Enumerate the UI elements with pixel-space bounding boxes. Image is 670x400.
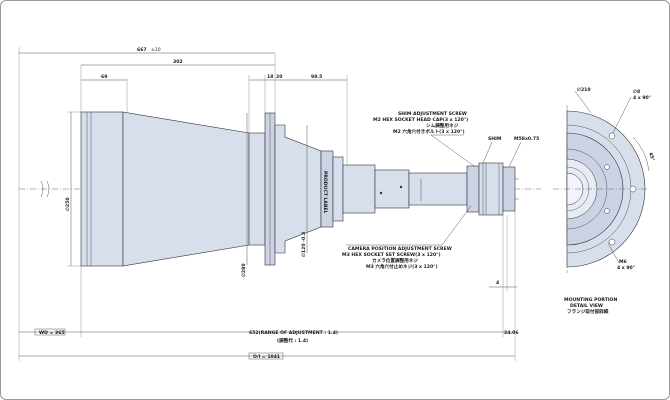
dim-4: 4 (496, 280, 499, 286)
shim-callout-jp2: M2 六角穴付きボルト(3 x 120°) (393, 128, 465, 135)
dim-adjustment-range: 652(RANGE OF ADJUSTMENT : 1.4) (249, 330, 338, 336)
dim-dia-210: ∅210 (577, 87, 591, 93)
dim-18: 18 (267, 74, 273, 80)
dim-69: 69 (101, 74, 107, 80)
dim-adjustment-range-jp: (調整代 : 1.4) (277, 337, 308, 344)
dim-24-06: 24.06 (504, 330, 519, 336)
tap-m6: M6 (619, 259, 627, 265)
camera-callout-en1: CAMERA POSITION ADJUSTMENT SCREW (348, 246, 452, 252)
bottom-dimensions: WD = 365 652(RANGE OF ADJUSTMENT : 1.4) … (19, 211, 519, 361)
top-dimensions: 667 ±10 302 69 18 20 98.5 (18, 47, 348, 361)
product-label-text: PRODUCT LABEL (322, 171, 328, 214)
dim-20: 20 (276, 74, 282, 80)
camera-callout-en2: M3 HEX SOCKET SET SCREW(3 x 120°) (342, 252, 441, 258)
mounting-detail-view: ∅210 ∅8 4 x 90° 45° M6 4 x 90° MOUNTING … (553, 87, 656, 315)
dim-working-distance: WD = 365 (39, 330, 65, 336)
dim-overall-length: 667 (137, 47, 147, 53)
shim-callout-en2: M2 HEX SOCKET HEAD CAP(3 x 120°) (373, 117, 468, 123)
tapped-hole (604, 164, 610, 170)
telecentric-lens-body (80, 111, 519, 267)
detail-title-jp: フランジ取付部詳細 (567, 308, 609, 315)
shim-callout-en1: SHIM ADJUSTMENT SCREW (398, 111, 467, 117)
conical-section (122, 111, 250, 267)
camera-callout-jp1: カメラ位置調整用ネジ (372, 257, 418, 264)
c-mount-thread (502, 166, 516, 212)
tube-step-3 (374, 169, 410, 209)
camera-position-callout: CAMERA POSITION ADJUSTMENT SCREW M3 HEX … (342, 205, 517, 291)
set-screw-mark (379, 191, 383, 195)
mount-hole (608, 238, 616, 246)
dim-dia-120: ∅120 -0.3 (301, 232, 307, 257)
shim-adjustment-callout: SHIM ADJUSTMENT SCREW M2 HEX SOCKET HEAD… (373, 111, 539, 168)
mount-hole (629, 185, 637, 193)
tube-step-1 (332, 156, 344, 222)
dim-98-5: 98.5 (311, 74, 322, 80)
axis-break-mark (40, 180, 50, 198)
shim-label: SHIM (488, 136, 502, 142)
front-barrel (80, 111, 124, 267)
set-screw-mark (399, 185, 403, 189)
camera-callout-jp2: M3 六角穴付止めネジ(3 x 120°) (366, 263, 438, 270)
diameter-dimensions: ∅250 ∅280 ∅120 -0.3 (65, 111, 308, 277)
tube-step-4 (408, 172, 468, 206)
shim-ring (478, 162, 504, 216)
detail-title-2: DETAIL VIEW (570, 303, 603, 309)
angle-45: 45° (647, 152, 656, 162)
detail-title-1: MOUNTING PORTION (564, 297, 617, 303)
adjust-ring (466, 165, 480, 213)
dim-dia-280: ∅280 (241, 263, 247, 277)
dim-dia-250: ∅250 (65, 197, 71, 211)
mount-hole (608, 132, 616, 140)
dim-302: 302 (173, 59, 183, 65)
shim-callout-jp1: シム調整用ネジ (426, 122, 459, 129)
hole-dia-8: ∅8 (633, 89, 640, 95)
dim-object-to-image: O/I = 1041 (253, 354, 280, 360)
rear-housing (274, 124, 322, 254)
mount-thread-label: M58x0.75 (514, 136, 539, 142)
tapped-hole (604, 208, 610, 214)
tap-m6-count: 4 x 90° (617, 265, 635, 271)
dim-overall-tolerance: ±10 (151, 47, 161, 53)
hole-count-8: 4 x 90° (633, 95, 651, 101)
tube-step-2 (342, 164, 376, 214)
barrel-neck (248, 132, 266, 246)
